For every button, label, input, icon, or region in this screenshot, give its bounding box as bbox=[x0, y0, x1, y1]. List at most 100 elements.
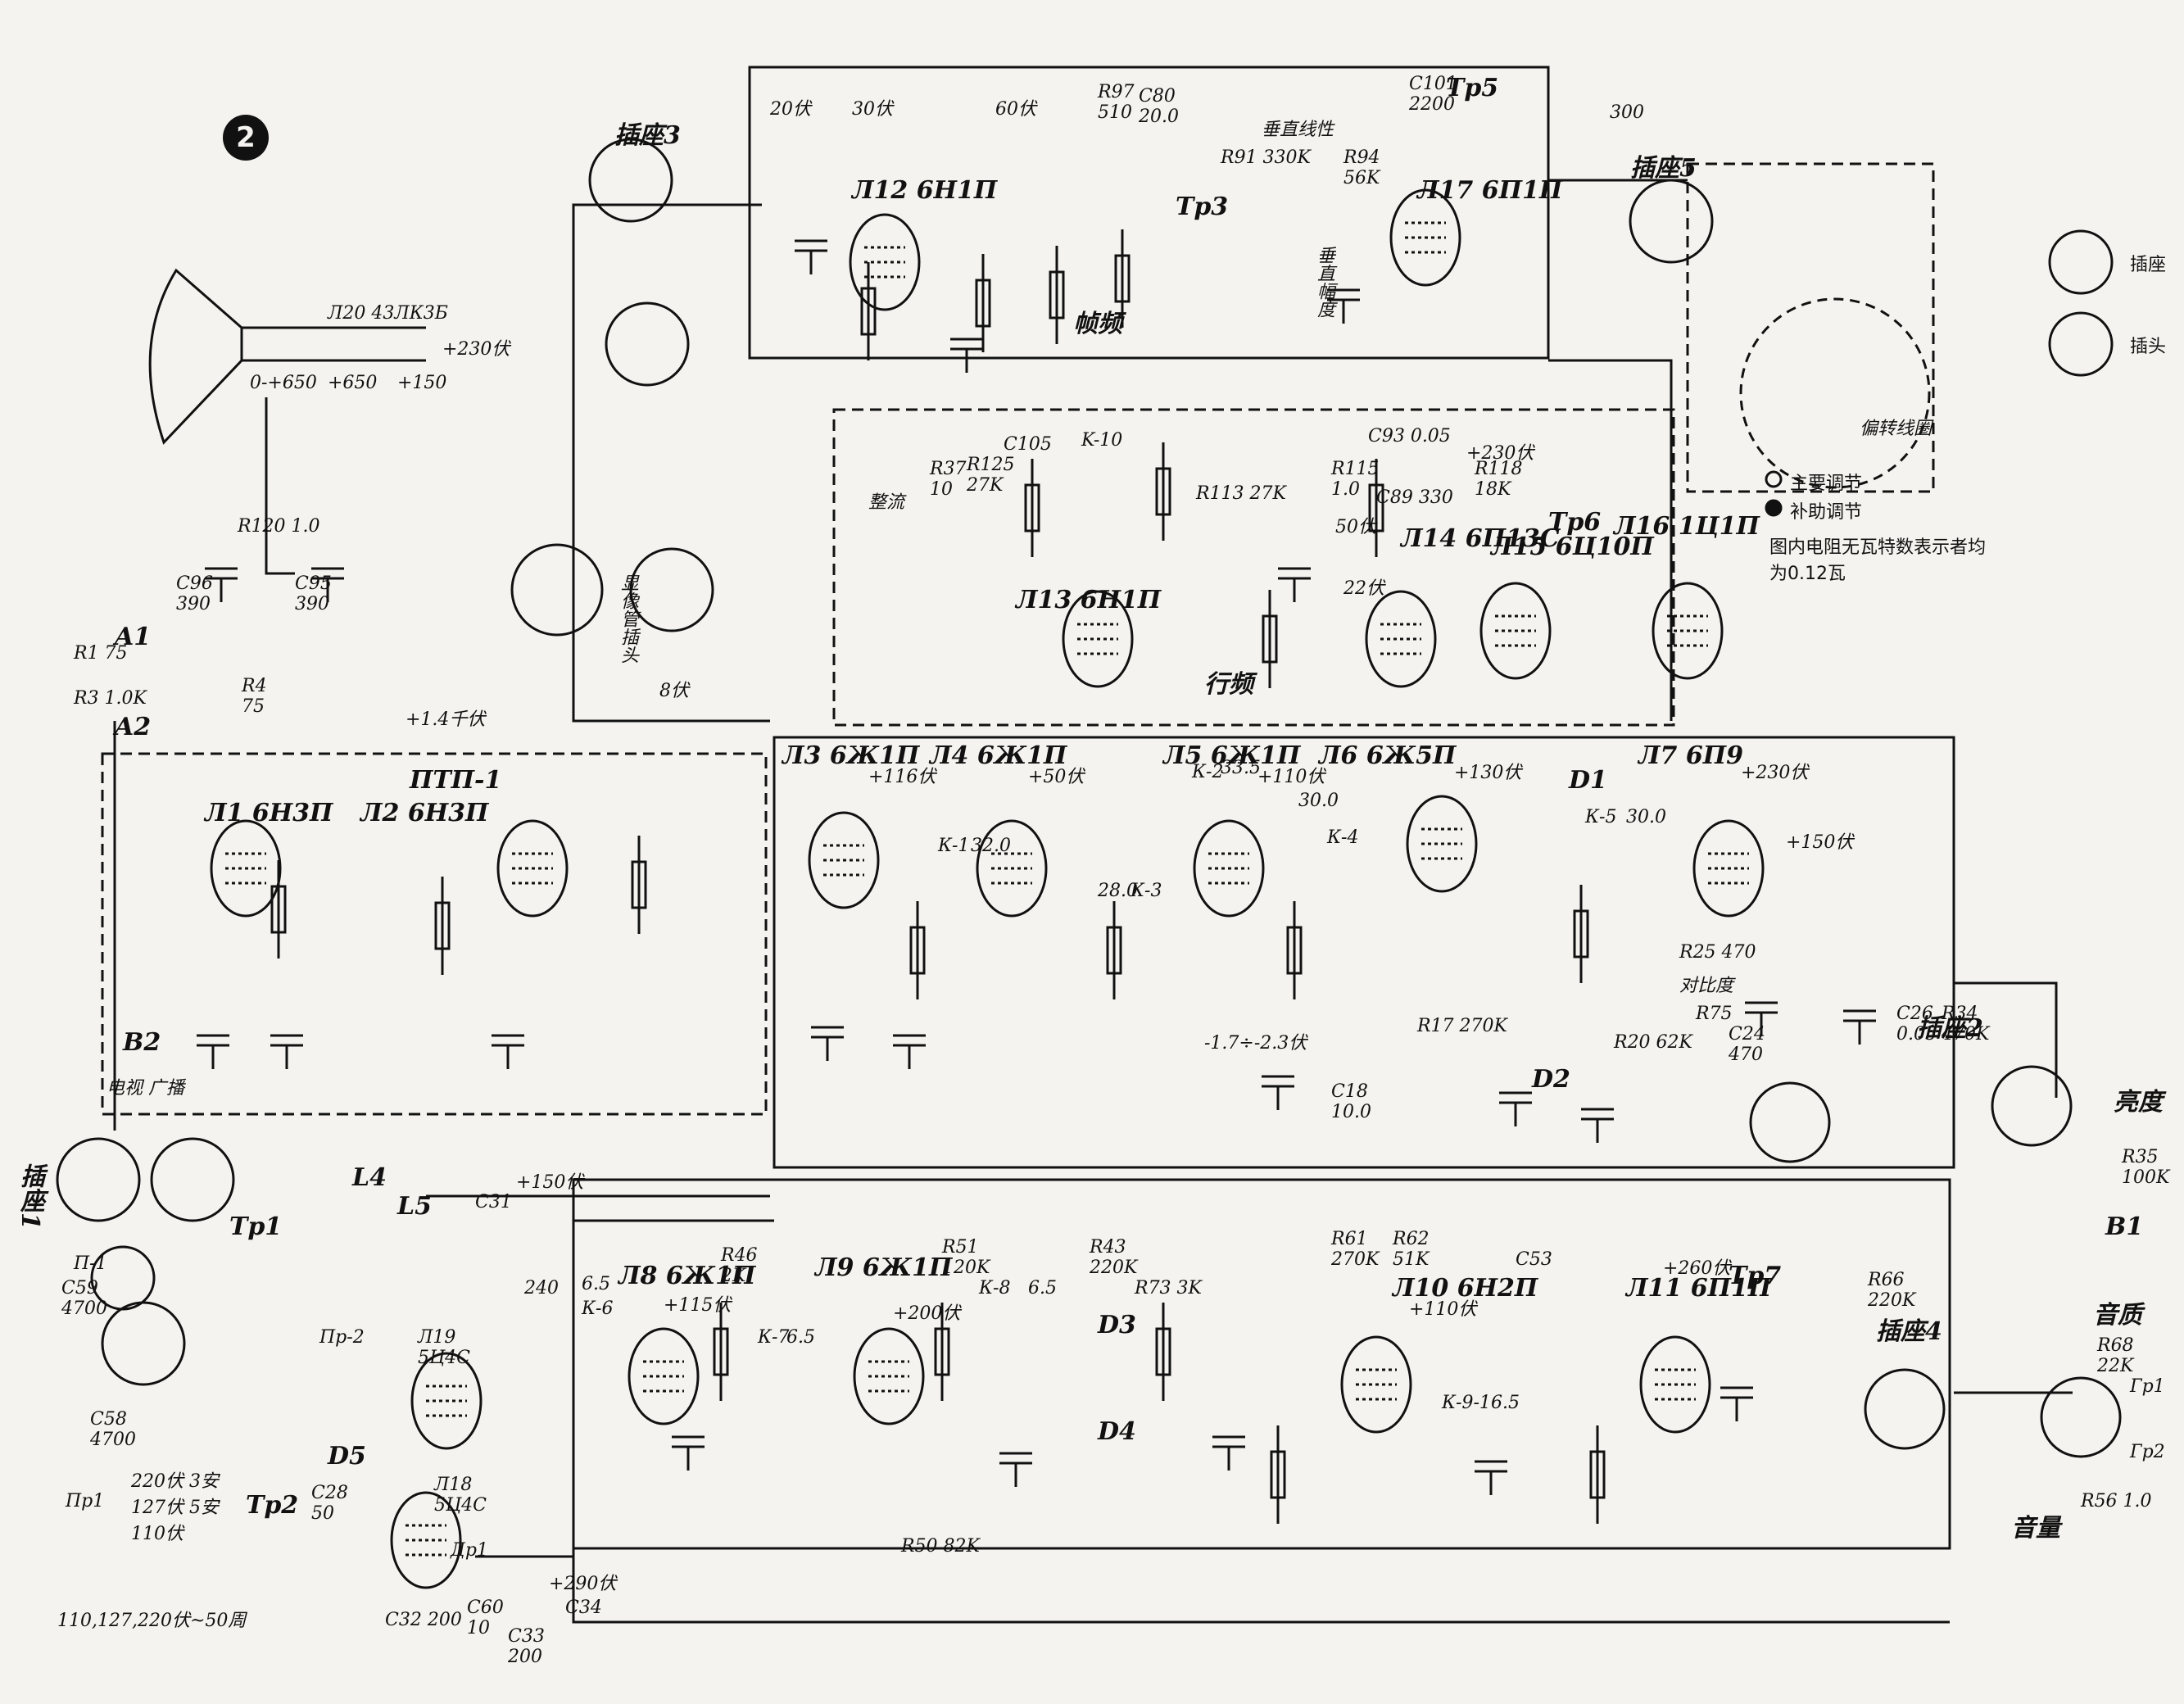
tr2-label: Тр2 bbox=[246, 1491, 299, 1520]
r62-label: R62 51K bbox=[1393, 1229, 1430, 1270]
c18-label: C18 10.0 bbox=[1331, 1081, 1371, 1122]
vertical-size: 垂直幅度 bbox=[1314, 246, 1334, 318]
primary-adjust-icon bbox=[1765, 470, 1783, 488]
tube-l12 bbox=[849, 213, 921, 311]
sweep-v230: +230伏 bbox=[1466, 443, 1534, 464]
crt-v1: 0-+650 bbox=[250, 373, 317, 393]
socket-1-label: 插座1 bbox=[16, 1163, 44, 1230]
r25-label: R25 470 bbox=[1679, 942, 1756, 963]
r17-label: R17 270K bbox=[1417, 1016, 1507, 1036]
tube-l2 bbox=[496, 819, 569, 918]
d4-label: D4 bbox=[1098, 1417, 1136, 1446]
tr7-label: Тр7 bbox=[1729, 1262, 1782, 1290]
frame-sound bbox=[572, 1178, 1951, 1550]
sweep-v50: 50伏 bbox=[1335, 517, 1376, 537]
socket-2-label: 插座2 bbox=[1917, 1014, 1983, 1043]
k5-freq: 30.0 bbox=[1626, 807, 1666, 827]
plug-icon bbox=[2048, 311, 2114, 377]
crt-v3: +150 bbox=[397, 373, 447, 393]
vertical-hold: 帧频 bbox=[1073, 310, 1122, 338]
brightness-label: 亮度 bbox=[2114, 1088, 2163, 1117]
k9-label: К-9-1 bbox=[1442, 1393, 1491, 1413]
tuner-l1: Л1 6Н3П bbox=[205, 799, 333, 827]
mains-socket bbox=[101, 1301, 186, 1386]
socket-5 bbox=[1629, 179, 1714, 264]
frame-if-amp bbox=[773, 736, 1955, 1169]
l5-label: Л5 6Ж1П bbox=[1163, 741, 1301, 770]
socket-icon bbox=[2048, 229, 2114, 295]
c26-label: C26 0.05 bbox=[1896, 1004, 1937, 1045]
c60-label: C60 10 bbox=[467, 1598, 504, 1638]
fuse2-label: Пр-2 bbox=[319, 1327, 365, 1348]
tube-l8 bbox=[628, 1327, 700, 1425]
k6-freq: 6.5 bbox=[582, 1274, 610, 1294]
tr3-label: Тр3 bbox=[1176, 193, 1229, 221]
c101-label: C101 2200 bbox=[1409, 74, 1457, 115]
wave-60v: 60伏 bbox=[995, 99, 1036, 120]
d1-label: D1 bbox=[1569, 766, 1607, 795]
socket-4-label: 插座4 bbox=[1876, 1317, 1942, 1346]
switch-b1: B1 bbox=[2105, 1212, 2144, 1241]
frame-sweep-mid bbox=[832, 408, 1675, 727]
tv-radio-switch: 电视 广播 bbox=[106, 1078, 184, 1099]
if-v116: +116伏 bbox=[868, 767, 936, 787]
crt-bulb bbox=[148, 268, 243, 445]
mains-input: 110,127,220伏~50周 bbox=[57, 1611, 247, 1631]
r4-label: R4 75 bbox=[242, 676, 267, 717]
wave-30v: 30伏 bbox=[852, 99, 893, 120]
c34-label: C34 bbox=[565, 1598, 602, 1618]
r94-label: R94 56K bbox=[1343, 147, 1380, 188]
l5-inductor: L5 bbox=[397, 1192, 432, 1221]
tr5-label: Тр5 bbox=[1446, 74, 1499, 102]
tube-l3 bbox=[808, 811, 880, 909]
crt-lead bbox=[265, 397, 295, 575]
r37-label: R37 10 bbox=[930, 459, 967, 500]
r34-label: R34 470K bbox=[1942, 1004, 1990, 1045]
r120-label: R120 1.0 bbox=[238, 516, 320, 537]
r75-label: R75 bbox=[1696, 1004, 1733, 1024]
r20-label: R20 62K bbox=[1614, 1032, 1692, 1053]
r61-label: R61 270K bbox=[1331, 1229, 1380, 1270]
crt-socket bbox=[510, 543, 604, 637]
tube-l18 bbox=[390, 1491, 462, 1589]
tube-l6 bbox=[1406, 795, 1478, 893]
tube-l17 bbox=[1389, 188, 1461, 287]
c59-label: C59 4700 bbox=[61, 1278, 107, 1319]
pulse-300: 300 bbox=[1610, 102, 1644, 123]
sweep-v22: 22伏 bbox=[1343, 578, 1384, 599]
antenna-a1: A1 bbox=[115, 623, 152, 651]
c96-label: C96 390 bbox=[176, 573, 213, 614]
k7-label: К-7 bbox=[758, 1327, 790, 1348]
wave-20v: 20伏 bbox=[770, 99, 811, 120]
legend-primary: 主要调节 bbox=[1790, 474, 1863, 494]
bus-brightness bbox=[1954, 981, 2058, 1098]
l19-label: Л19 5Ц4С bbox=[418, 1327, 471, 1368]
crt-v4: +230伏 bbox=[442, 339, 510, 360]
k4-label: К-4 bbox=[1327, 827, 1359, 848]
socket-2-a bbox=[1749, 1081, 1831, 1163]
sound-v200: +200伏 bbox=[893, 1303, 961, 1324]
frame-tuner bbox=[101, 752, 768, 1116]
r56-label: R56 1.0 bbox=[2081, 1491, 2152, 1511]
r91-label: R91 330K bbox=[1221, 147, 1311, 168]
dr1-label: Др1 bbox=[451, 1540, 488, 1561]
contrast-label: 对比度 bbox=[1679, 976, 1734, 996]
r51-label: R51 120K bbox=[942, 1237, 990, 1278]
r73-label: R73 3K bbox=[1135, 1278, 1202, 1298]
switch-b2: B2 bbox=[123, 1028, 161, 1057]
bus-sound bbox=[572, 1184, 1950, 1624]
tone-label: 音质 bbox=[2093, 1301, 2142, 1330]
d2-label: D2 bbox=[1532, 1065, 1570, 1094]
tube-l1 bbox=[210, 819, 282, 918]
bus-left bbox=[572, 203, 770, 723]
socket-3-label: 插座3 bbox=[614, 121, 681, 150]
d3-label: D3 bbox=[1098, 1311, 1136, 1339]
c31-label: C31 bbox=[475, 1192, 512, 1212]
r118-label: R118 18K bbox=[1475, 459, 1523, 500]
c32-label: C32 200 bbox=[385, 1610, 462, 1630]
k7-freq: 6.5 bbox=[786, 1327, 815, 1348]
speaker-2: Гр2 bbox=[2130, 1442, 2165, 1462]
bus-vert bbox=[1548, 359, 1673, 721]
tuner-title: ПТП-1 bbox=[410, 766, 502, 795]
tube-l19 bbox=[410, 1352, 483, 1450]
